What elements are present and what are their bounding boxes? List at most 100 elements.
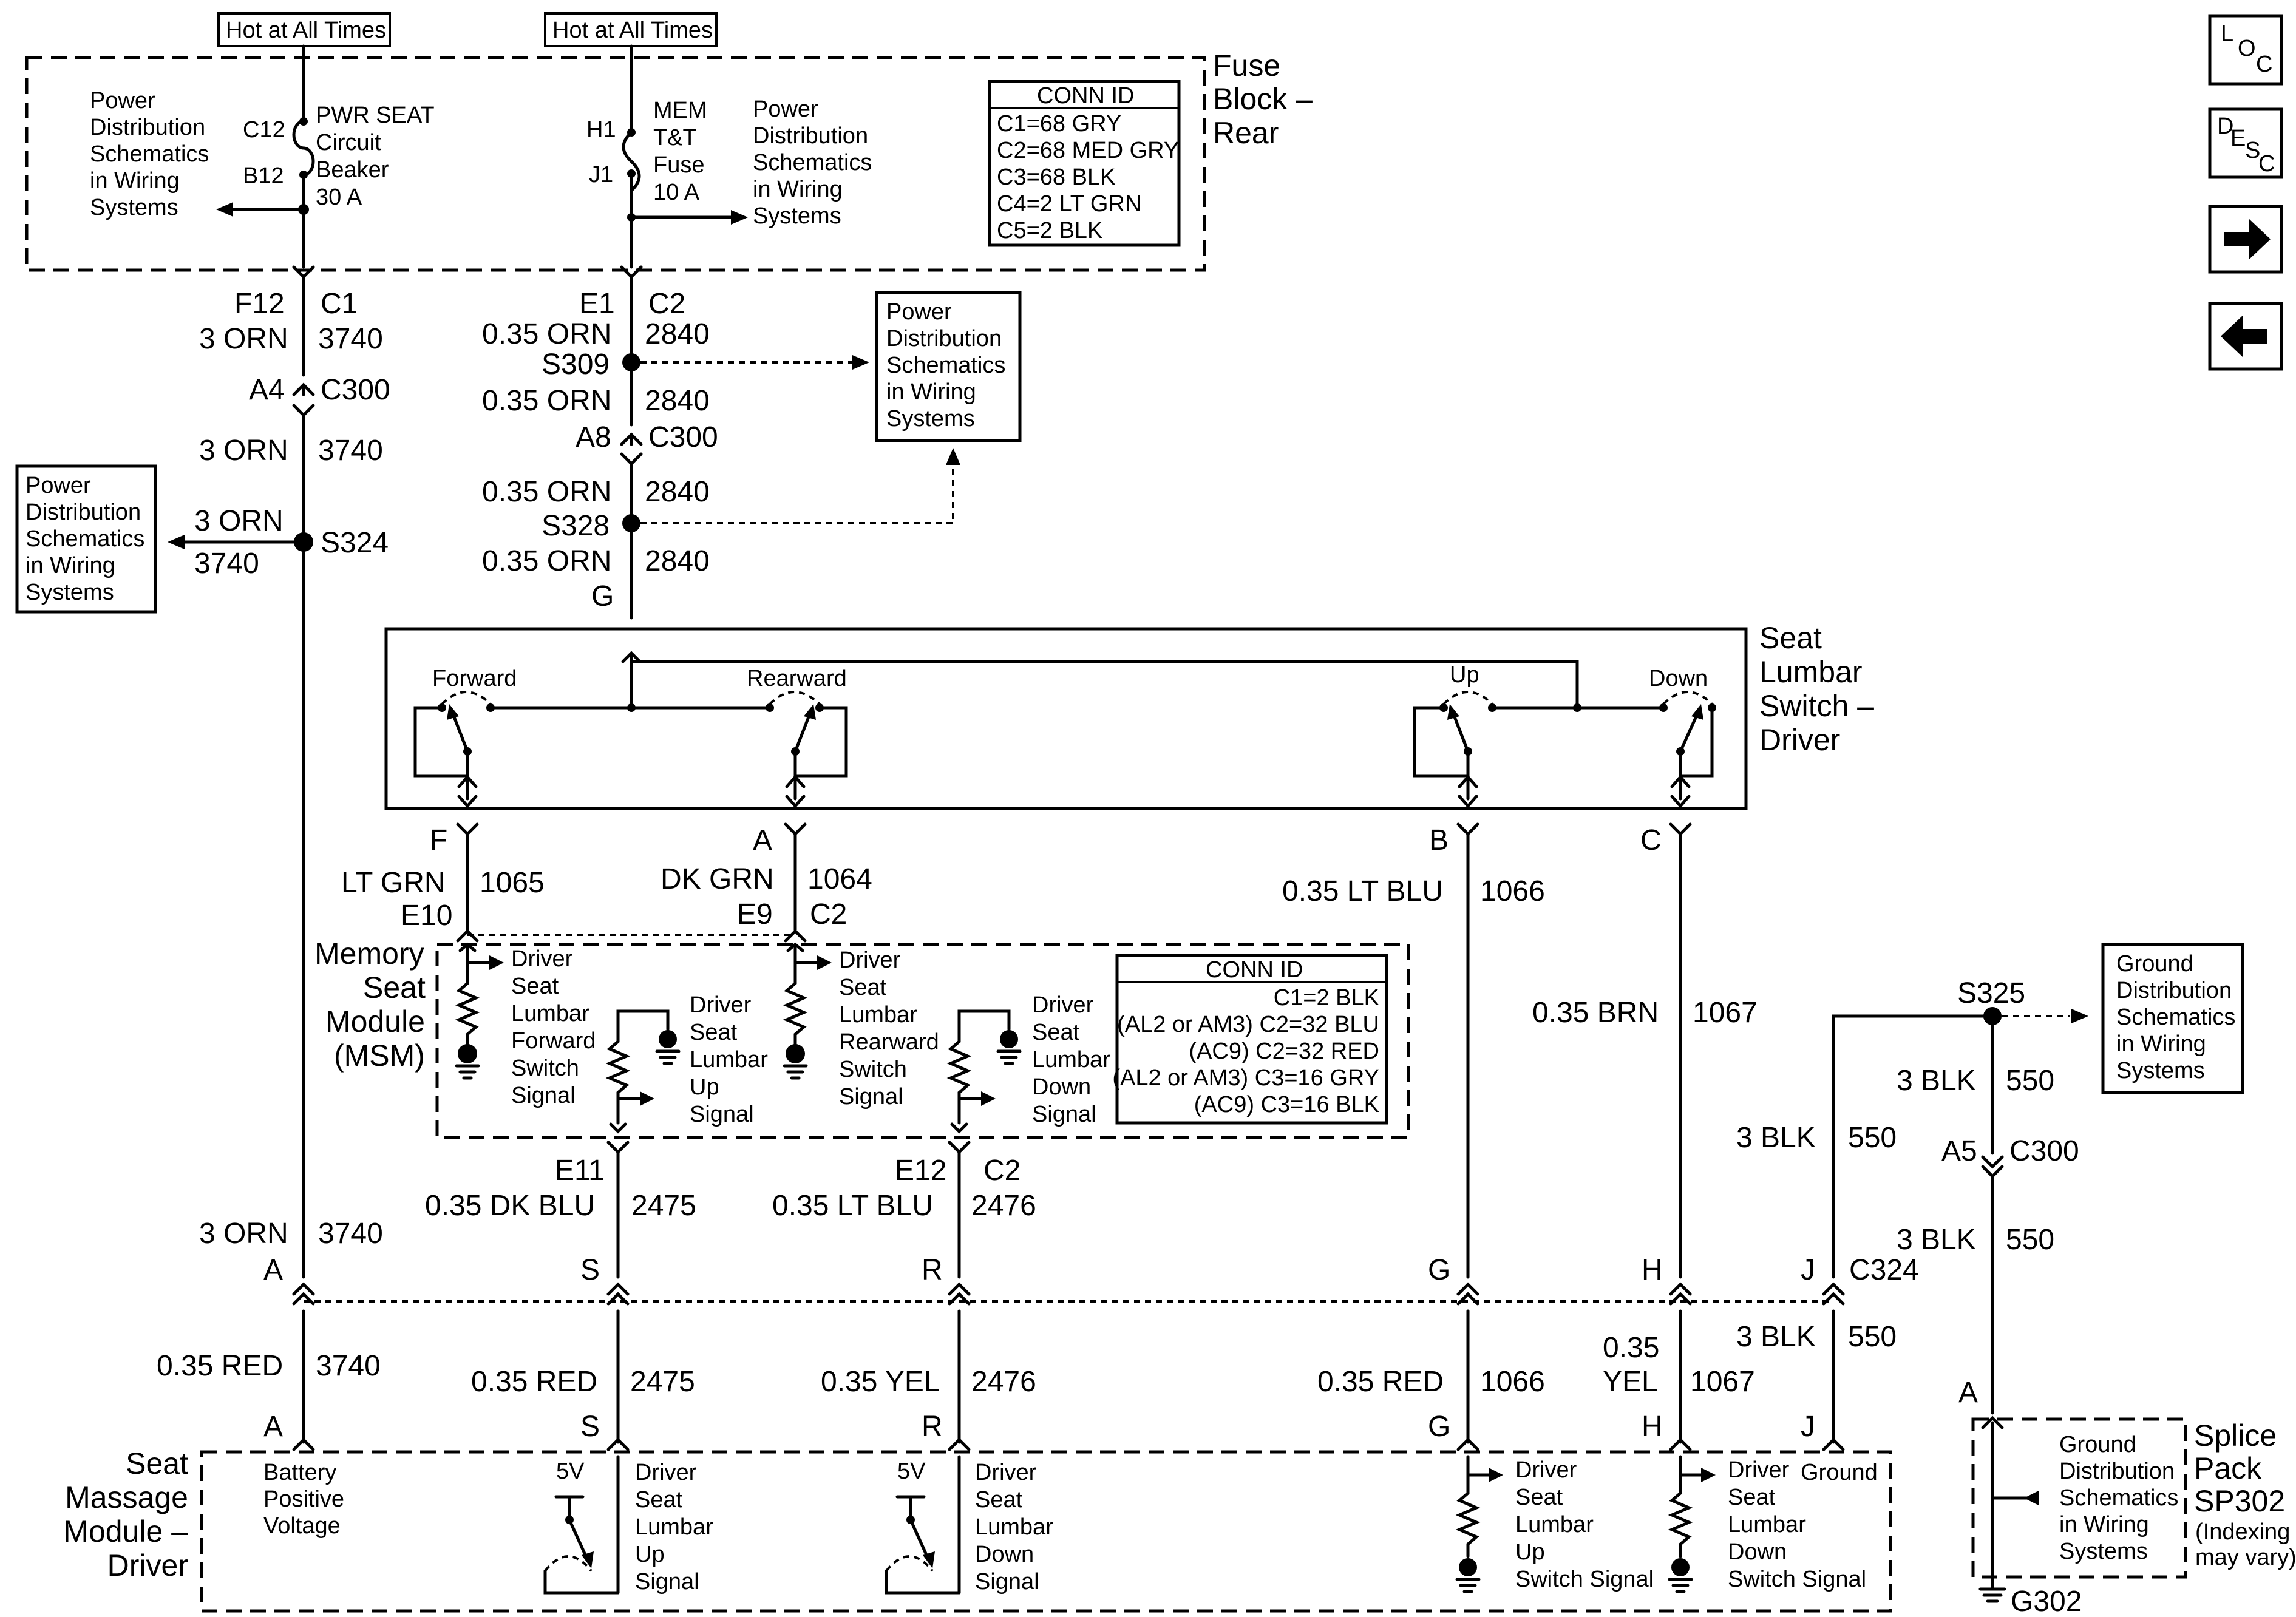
cb-2: Circuit	[316, 130, 381, 155]
massage-title-3: Module –	[63, 1514, 188, 1548]
massage-ground: Ground	[1801, 1460, 1878, 1485]
red-2: 0.35 RED	[471, 1366, 597, 1398]
pin-c: C	[1640, 824, 1662, 856]
550-2: 550	[1848, 1122, 1897, 1154]
desc-button[interactable]: D E S C	[2208, 107, 2283, 179]
fuse-block-rear: Fuse Block – Rear Hot at All Times Hot a…	[25, 12, 1313, 272]
massage-down-sw-3: Lumbar	[1728, 1512, 1806, 1537]
orn-2: 0.35 ORN	[482, 385, 611, 417]
massage-down-sw-4: Down	[1728, 1539, 1787, 1565]
up-label: Up	[1450, 662, 1479, 688]
pd-s324-5: Systems	[25, 580, 114, 605]
fuse-conn-1: C1=68 GRY	[997, 111, 1121, 137]
2840-4: 2840	[645, 545, 710, 577]
c324-pin-h: H	[1642, 1254, 1663, 1286]
switch-title-1: Seat	[1759, 621, 1822, 655]
lower-pin-r: R	[922, 1411, 943, 1443]
ltblu-label: 0.35 LT BLU	[1282, 875, 1443, 907]
massage-up-sw-4: Up	[1515, 1539, 1545, 1565]
hot-at-all-times-1: Hot at All Times	[226, 18, 386, 43]
spd-1: Ground	[2059, 1432, 2136, 1457]
pin-a: A	[753, 824, 772, 856]
2840-3: 2840	[645, 476, 710, 508]
msm-conn-5: (AC9) C3=16 BLK	[1194, 1092, 1379, 1117]
fuse-conn-title: CONN ID	[1037, 83, 1134, 109]
lower-wires: 0.35 RED 3740 0.35 RED 2475 0.35 YEL 247…	[157, 1309, 1897, 1451]
msm-output-wires: E11 E12 C2 0.35 DK BLU 2475 0.35 LT BLU …	[425, 1141, 1036, 1279]
lower-pin-h: H	[1642, 1411, 1663, 1443]
cb-3: Beaker	[316, 157, 389, 183]
3orn-c324: 3 ORN	[199, 1218, 288, 1250]
massage-up-1: Driver	[635, 1460, 697, 1485]
cb-1: PWR SEAT	[316, 103, 435, 128]
massage-up-3: Lumbar	[635, 1514, 713, 1540]
pin-b: B	[1429, 824, 1449, 856]
fuse-2: T&T	[653, 125, 697, 151]
pd-left-5: Systems	[90, 195, 178, 220]
msm-down-5: Signal	[1032, 1102, 1096, 1127]
c12-label: C12	[243, 117, 285, 143]
msm-rwd-1: Driver	[839, 947, 901, 973]
batt-1: Battery	[263, 1460, 336, 1485]
massage-down-1: Driver	[975, 1460, 1037, 1485]
spd-3: Schematics	[2059, 1485, 2178, 1511]
gd-1: Ground	[2116, 951, 2193, 977]
msm-fwd-1: Driver	[511, 946, 573, 972]
yel-1: 0.35 YEL	[821, 1366, 940, 1398]
msm-title-3: Module	[325, 1005, 425, 1039]
1066-label: 1066	[1480, 875, 1545, 907]
splice-note-2: may vary)	[2195, 1545, 2296, 1570]
loc-o: O	[2238, 36, 2256, 61]
arrow-right-icon	[2224, 219, 2271, 260]
gd-4: in Wiring	[2116, 1031, 2206, 1057]
5v-b: 5V	[897, 1459, 926, 1484]
c2-label: C2	[648, 288, 685, 320]
pd-s324-3: Schematics	[25, 526, 144, 552]
hot-at-all-times-2: Hot at All Times	[552, 18, 713, 43]
lower-pin-j: J	[1801, 1411, 1815, 1443]
b12-label: B12	[243, 163, 284, 189]
pd-s309-2: Distribution	[886, 326, 1002, 351]
msm-conn-2: (AL2 or AM3) C2=32 BLU	[1117, 1012, 1379, 1037]
massage-up-sw-2: Seat	[1515, 1485, 1563, 1510]
pd-mid-4: in Wiring	[753, 177, 843, 202]
next-button[interactable]	[2208, 205, 2283, 274]
msm-title-1: Memory	[314, 937, 424, 971]
2840-2: 2840	[645, 385, 710, 417]
pd-s309-3: Schematics	[886, 353, 1005, 378]
ltblu-label-msm: 0.35 LT BLU	[772, 1190, 933, 1222]
massage-down-5: Signal	[975, 1569, 1039, 1595]
msm-fwd-4: Forward	[511, 1028, 596, 1054]
massage-up-4: Up	[635, 1542, 665, 1567]
rearward-label: Rearward	[747, 666, 847, 691]
1066-lower: 1066	[1480, 1366, 1545, 1398]
circuit-2840: E1 C2 0.35 ORN 2840 S309 0.35 ORN 2840 A…	[482, 265, 1022, 657]
fuse-block-title-1: Fuse	[1213, 49, 1280, 83]
e10-label: E10	[401, 900, 452, 932]
blk-2: 3 BLK	[1736, 1122, 1816, 1154]
cb-4: 30 A	[316, 185, 362, 210]
red-1: 0.35 RED	[157, 1350, 283, 1382]
s328-label: S328	[542, 510, 610, 542]
batt-3: Voltage	[263, 1513, 341, 1539]
loc-button[interactable]: L O C	[2208, 14, 2283, 86]
3740-b: 3740	[318, 435, 383, 467]
msm-conn-4: (AL2 or AM3) C3=16 GRY	[1112, 1065, 1379, 1091]
1067-label: 1067	[1693, 997, 1758, 1029]
previous-button[interactable]	[2208, 302, 2283, 371]
msm-up-3: Lumbar	[690, 1047, 768, 1073]
ground-circuit-550: S325 3 BLK 550 3 BLK 550 A5 C300 3 BLK 5…	[1736, 943, 2244, 1415]
switch-output-wires: F A B C LT GRN 1065 DK GRN 1064 0.35 LT …	[341, 822, 1758, 1279]
desc-s: S	[2245, 138, 2260, 163]
msm-rwd-5: Switch	[839, 1057, 907, 1082]
memory-seat-module: Memory Seat Module (MSM) Driver Seat Lum…	[314, 937, 1410, 1139]
c324-pin-r: R	[922, 1254, 943, 1286]
pd-s324-4: in Wiring	[25, 553, 115, 578]
msm-rwd-3: Lumbar	[839, 1002, 917, 1028]
fuse-conn-3: C3=68 BLK	[997, 164, 1115, 190]
spd-2: Distribution	[2059, 1459, 2175, 1484]
arrow-left-icon	[2221, 316, 2267, 357]
spd-5: Systems	[2059, 1539, 2148, 1564]
massage-up-sw-3: Lumbar	[1515, 1512, 1594, 1537]
